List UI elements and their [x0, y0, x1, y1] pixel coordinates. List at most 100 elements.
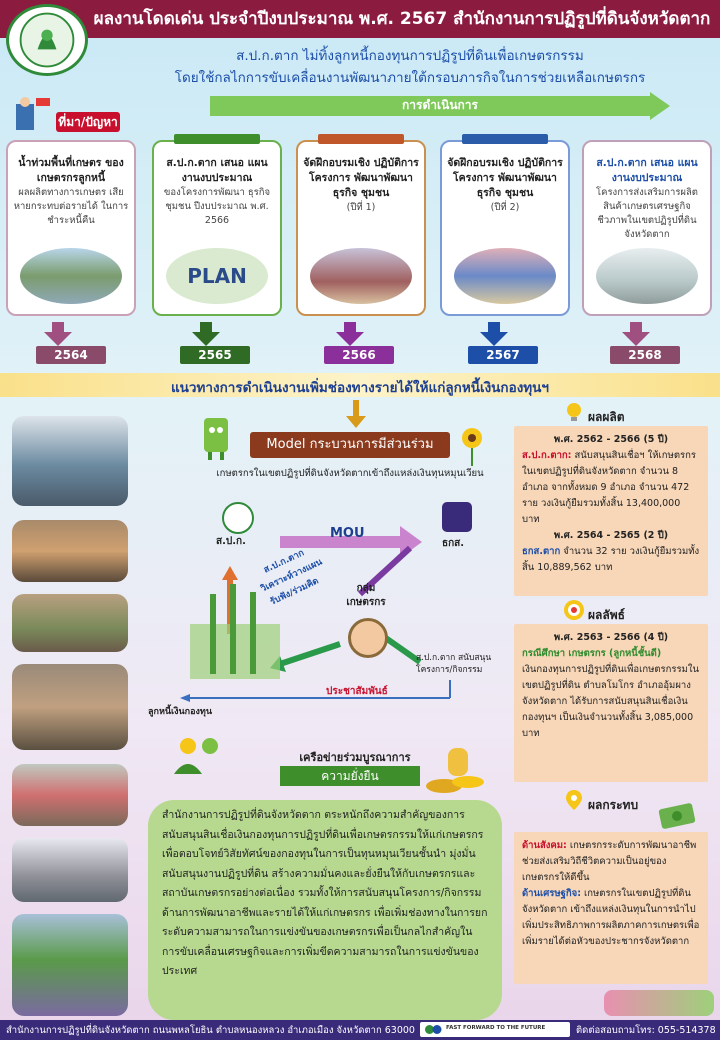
activity-photo [12, 594, 128, 652]
activity-photo [12, 914, 128, 1016]
spk-logo [222, 502, 254, 534]
outcome-heading: ผลลัพธ์ [588, 608, 625, 622]
down-arrow [44, 322, 72, 346]
year-2567: 2567 [468, 346, 538, 364]
output-body-1: สนับสนุนสินเชื่อฯ ให้เกษตรกรในเขตปฏิรูปท… [522, 450, 696, 525]
card-text: (ปีที่ 2) [490, 202, 520, 213]
flower-decoration [604, 990, 714, 1016]
impact-economic-body: เกษตรกรในเขตปฏิรูปที่ดินจังหวัดตาก เข้าถ… [522, 888, 700, 947]
card-title: จัดฝึกอบรมเชิง ปฏิบัติการโครงการ พัฒนาพั… [447, 157, 563, 199]
impact-social-lead: ด้านสังคม: [522, 840, 567, 851]
output-lead-1: ส.ป.ก.ตาก: [522, 450, 572, 461]
location-pin-icon [566, 790, 582, 810]
alro-logo [6, 4, 88, 76]
card-training-1: จัดฝึกอบรมเชิง ปฏิบัติการโครงการ พัฒนาพั… [296, 134, 426, 316]
greenhouse-photo [596, 248, 698, 304]
mascot-icon [204, 418, 228, 460]
farmer-group-label: กลุ่ม เกษตรกร [346, 583, 386, 608]
impact-social-body: เกษตรกรระดับการพัฒนาอาชีพช่วยส่งเสริมวิถ… [522, 840, 697, 883]
page-title: ผลงานโดดเด่น ประจำปีงบประมาณ พ.ศ. 2567 ส… [93, 9, 711, 29]
card-plan-2568: ส.ป.ก.ตาก เสนอ แผนงานงบประมาณ โครงการส่ง… [582, 140, 712, 316]
training-photo-2 [454, 248, 556, 304]
group-icon [174, 738, 218, 774]
down-arrow [336, 322, 364, 346]
outcome-case: กรณีศึกษา เกษตรกร (ลูกหนี้ชั้นดี) [522, 648, 662, 659]
model-subtitle: เกษตรกรในเขตปฏิรูปที่ดินจังหวัดตากเข้าถึ… [216, 468, 484, 479]
card-text: (ปีที่ 1) [346, 202, 376, 213]
pr-label: ประชาสัมพันธ์ [326, 686, 388, 697]
coins-icon [426, 748, 484, 793]
card-text: โครงการส่งเสริมการผลิต สินค้าเกษตรเศรษฐก… [596, 187, 698, 240]
card-training-2: จัดฝึกอบรมเชิง ปฏิบัติการโครงการ พัฒนาพั… [440, 134, 570, 316]
mou-label: MOU [330, 526, 365, 541]
header-bar [0, 0, 720, 38]
target-icon [564, 600, 584, 620]
plan-word: PLAN [187, 264, 247, 288]
problem-label: ที่มา/ปัญหา [56, 112, 120, 132]
guideline-band [0, 373, 720, 397]
training-photo-1 [310, 248, 412, 304]
baac-label: ธกส. [442, 538, 465, 549]
plan-picture: PLAN [166, 248, 268, 304]
activity-photo [12, 664, 128, 750]
debtor-label: ลูกหนี้เงินกองทุน [148, 707, 213, 717]
guideline-title: แนวทางการดำเนินงานเพิ่มช่องทางรายได้ให้แ… [170, 380, 549, 396]
footer-contact: ติดต่อสอบถามโทร: 055-514378 [576, 1025, 716, 1036]
subtitle-line-1: ส.ป.ก.ตาก ไม่ทิ้งลูกหนี้กองทุนการปฏิรูปท… [236, 48, 584, 64]
footer-slogan-badge: FAST FORWARD TO THE FUTURE [420, 1022, 570, 1037]
outcome-period: พ.ศ. 2563 - 2566 (4 ปี) [553, 632, 669, 643]
footer-address: สำนักงานการปฏิรูปที่ดินจังหวัดตาก ถนนพหล… [6, 1025, 415, 1036]
card-plan-2565: ส.ป.ก.ตาก เสนอ แผนงานงบประมาณ ของโครงการ… [152, 134, 282, 316]
output-period-1: พ.ศ. 2562 - 2566 (5 ปี) [553, 434, 669, 445]
process-arrow [210, 92, 670, 120]
farmer-icon [348, 618, 388, 658]
card-text: ของโครงการพัฒนา ธุรกิจชุมชน ปีงบประมาณ พ… [163, 187, 271, 226]
card-title: ส.ป.ก.ตาก เสนอ แผนงานงบประมาณ [596, 157, 698, 184]
model-title: Model กระบวนการมีส่วนร่วม [250, 432, 450, 458]
output-lead-2: ธกส.ตาก [522, 546, 561, 557]
impact-economic-lead: ด้านเศรษฐกิจ: [522, 888, 581, 899]
activity-photo [12, 416, 128, 506]
card-title: น้ำท่วมพื้นที่เกษตร ของเกษตรกรลูกหนี้ [18, 157, 124, 184]
spk-label: ส.ป.ก. [216, 536, 246, 547]
support-label: ส.ป.ก.ตาก สนับสนุน โครงการ/กิจกรรม [416, 653, 492, 675]
output-text-2: ธกส.ตาก จำนวน 32 ราย วงเงินกู้ยืมรวมทั้ง… [522, 544, 700, 576]
network-label: เครือข่ายร่วมบูรณาการ [299, 751, 411, 764]
lightbulb-icon [567, 403, 581, 421]
subtitle-line-2: โดยใช้กลไกการขับเคลื่อนงานพัฒนาภายใต้กรอ… [174, 70, 646, 86]
activity-photo [12, 838, 128, 902]
activity-photo [12, 764, 128, 826]
down-arrow [346, 400, 366, 428]
year-2565: 2565 [180, 346, 250, 364]
outcome-panel: พ.ศ. 2563 - 2566 (4 ปี) กรณีศึกษา เกษตรก… [514, 624, 708, 782]
money-icon [658, 803, 696, 829]
card-flood: น้ำท่วมพื้นที่เกษตร ของเกษตรกรลูกหนี้ ผล… [6, 140, 136, 316]
year-2568: 2568 [610, 346, 680, 364]
down-arrow [192, 322, 220, 346]
impact-heading: ผลกระทบ [588, 798, 639, 812]
output-body-2: จำนวน 32 ราย วงเงินกู้ยืมรวมทั้งสิ้น 10,… [522, 546, 700, 573]
alro-small-logo [425, 1025, 442, 1034]
output-heading: ผลผลิต [588, 410, 625, 424]
person-icon [16, 97, 50, 130]
card-text: ผลผลิตทางการเกษตร เสียหายกระทบต่อรายได้ … [13, 187, 129, 226]
sustainability-label: ความยั่งยืน [280, 766, 420, 786]
flood-photo [20, 248, 122, 304]
process-label: การดำเนินการ [402, 98, 478, 112]
impact-economic: ด้านเศรษฐกิจ: เกษตรกรในเขตปฏิรูปที่ดินจั… [522, 886, 700, 950]
output-text-1: ส.ป.ก.ตาก: สนับสนุนสินเชื่อฯ ให้เกษตรกรใ… [522, 448, 700, 528]
baac-logo [442, 502, 472, 532]
down-arrow [622, 322, 650, 346]
summary-text: สำนักงานการปฏิรูปที่ดินจังหวัดตาก ตระหนั… [148, 800, 502, 1020]
outcome-text: เงินกองทุนการปฏิรูปที่ดินเพื่อเกษตรกรรมใ… [522, 664, 699, 739]
year-2564: 2564 [36, 346, 106, 364]
year-2566: 2566 [324, 346, 394, 364]
impact-social: ด้านสังคม: เกษตรกรระดับการพัฒนาอาชีพช่วย… [522, 838, 700, 886]
impact-panel: ด้านสังคม: เกษตรกรระดับการพัฒนาอาชีพช่วย… [514, 832, 708, 984]
output-panel: พ.ศ. 2562 - 2566 (5 ปี) ส.ป.ก.ตาก: สนับส… [514, 426, 708, 596]
participation-diagram: ส.ป.ก. MOU ธกส. ส.ป.ก.ตาก วิเคราะห์วางแผ… [148, 484, 510, 724]
card-title: จัดฝึกอบรมเชิง ปฏิบัติการโครงการ พัฒนาพั… [303, 157, 419, 199]
card-title: ส.ป.ก.ตาก เสนอ แผนงานงบประมาณ [166, 157, 268, 184]
down-arrow [480, 322, 508, 346]
sunflower-icon [462, 428, 482, 466]
